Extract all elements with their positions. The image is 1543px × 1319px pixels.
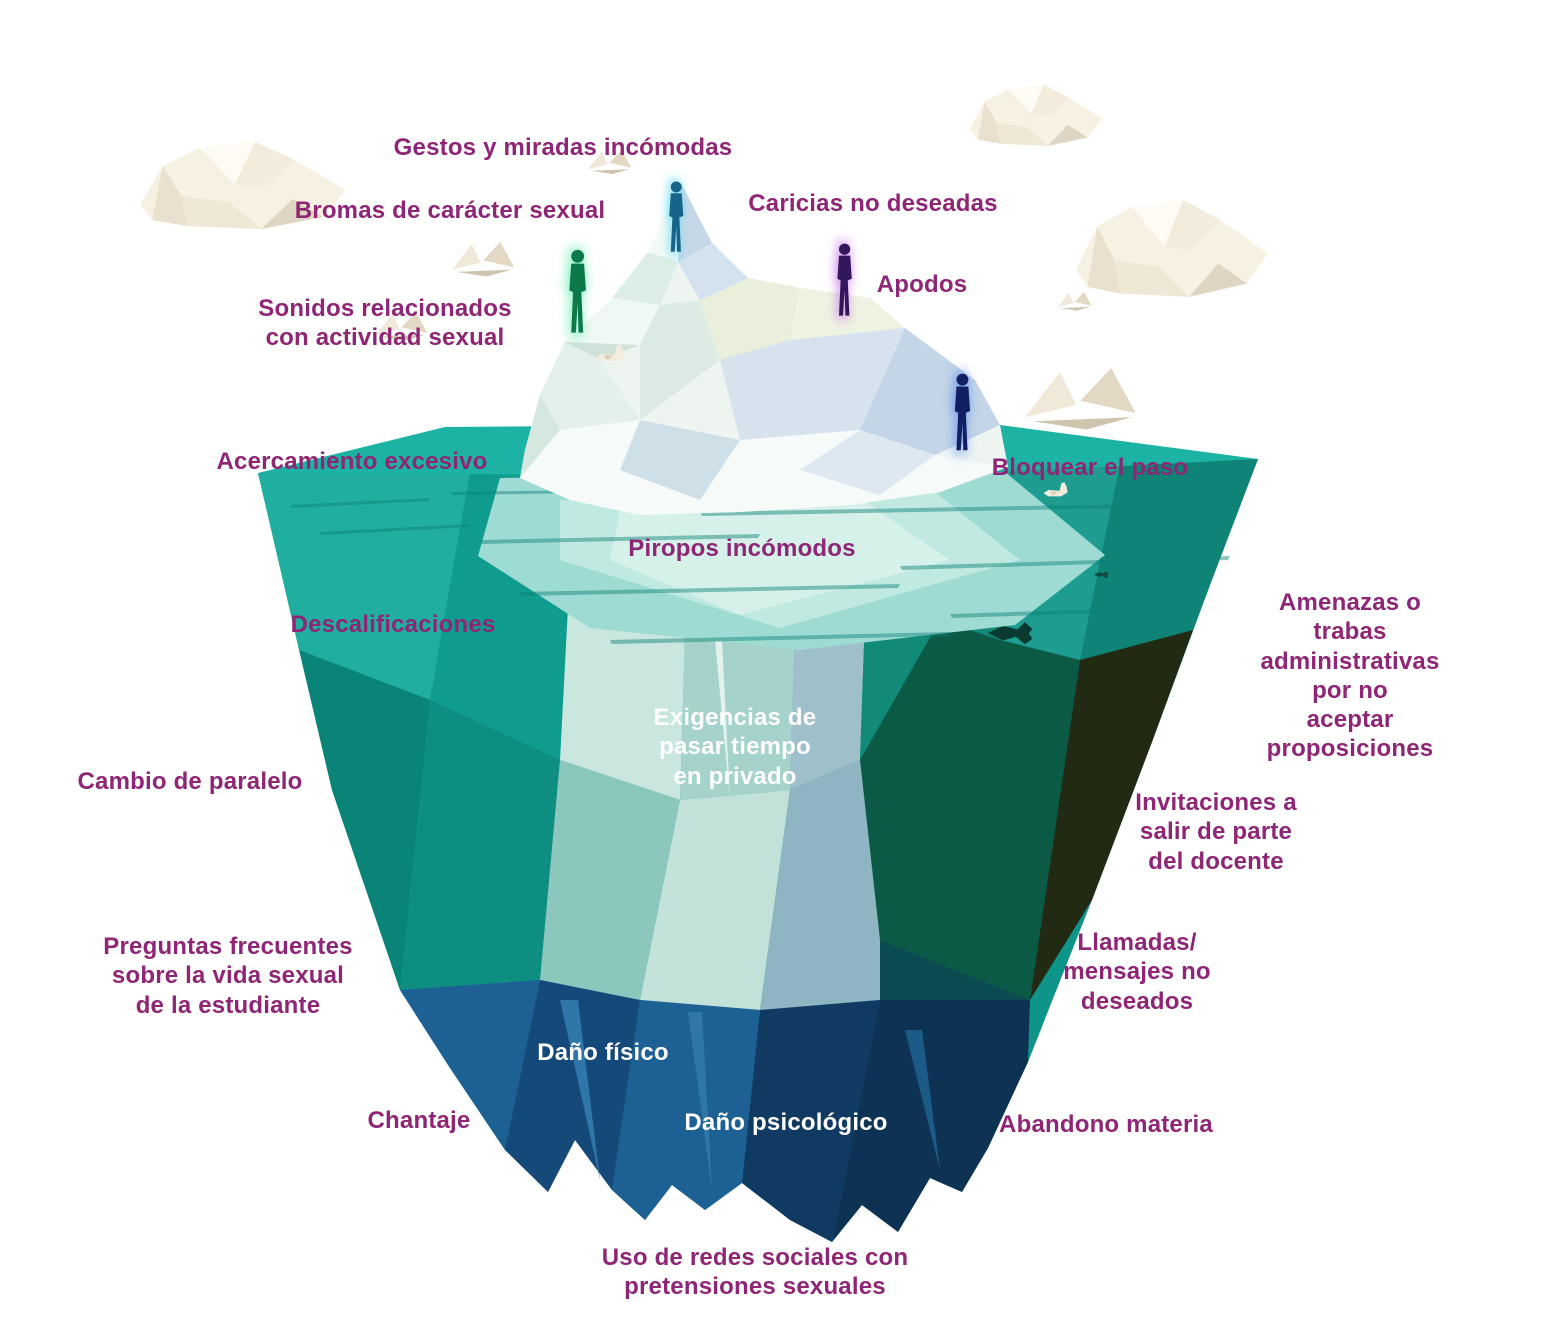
- label-sonidos: Sonidos relacionados con actividad sexua…: [258, 295, 512, 352]
- label-llamadas: Llamadas/ mensajes no deseados: [1063, 929, 1211, 1015]
- label-preguntas: Preguntas frecuentes sobre la vida sexua…: [103, 933, 353, 1019]
- label-piropos: Piropos incómodos: [628, 535, 856, 562]
- label-acercamiento: Acercamiento excesivo: [216, 448, 488, 475]
- label-cambio: Cambio de paralelo: [77, 768, 303, 795]
- label-descalificaciones: Descalificaciones: [290, 611, 496, 638]
- iceberg-above-water: [520, 183, 1008, 515]
- label-bromas: Bromas de carácter sexual: [294, 197, 606, 224]
- label-bloquear: Bloquear el paso: [991, 454, 1189, 481]
- label-redes: Uso de redes sociales con pretensiones s…: [601, 1244, 909, 1301]
- label-invitaciones: Invitaciones a salir de parte del docent…: [1135, 789, 1297, 875]
- label-apodos: Apodos: [876, 271, 968, 298]
- label-caricias: Caricias no deseadas: [748, 190, 998, 217]
- label-exigencias: Exigencias de pasar tiempo en privado: [653, 704, 817, 790]
- label-gestos: Gestos y miradas incómodas: [393, 134, 733, 161]
- label-dano-psicologico: Daño psicológico: [684, 1109, 888, 1136]
- label-chantaje: Chantaje: [367, 1107, 471, 1134]
- label-amenazas: Amenazas o trabas administrativas por no…: [1260, 589, 1440, 763]
- label-dano-fisico: Daño físico: [537, 1039, 669, 1066]
- label-abandono: Abandono materia: [999, 1111, 1213, 1138]
